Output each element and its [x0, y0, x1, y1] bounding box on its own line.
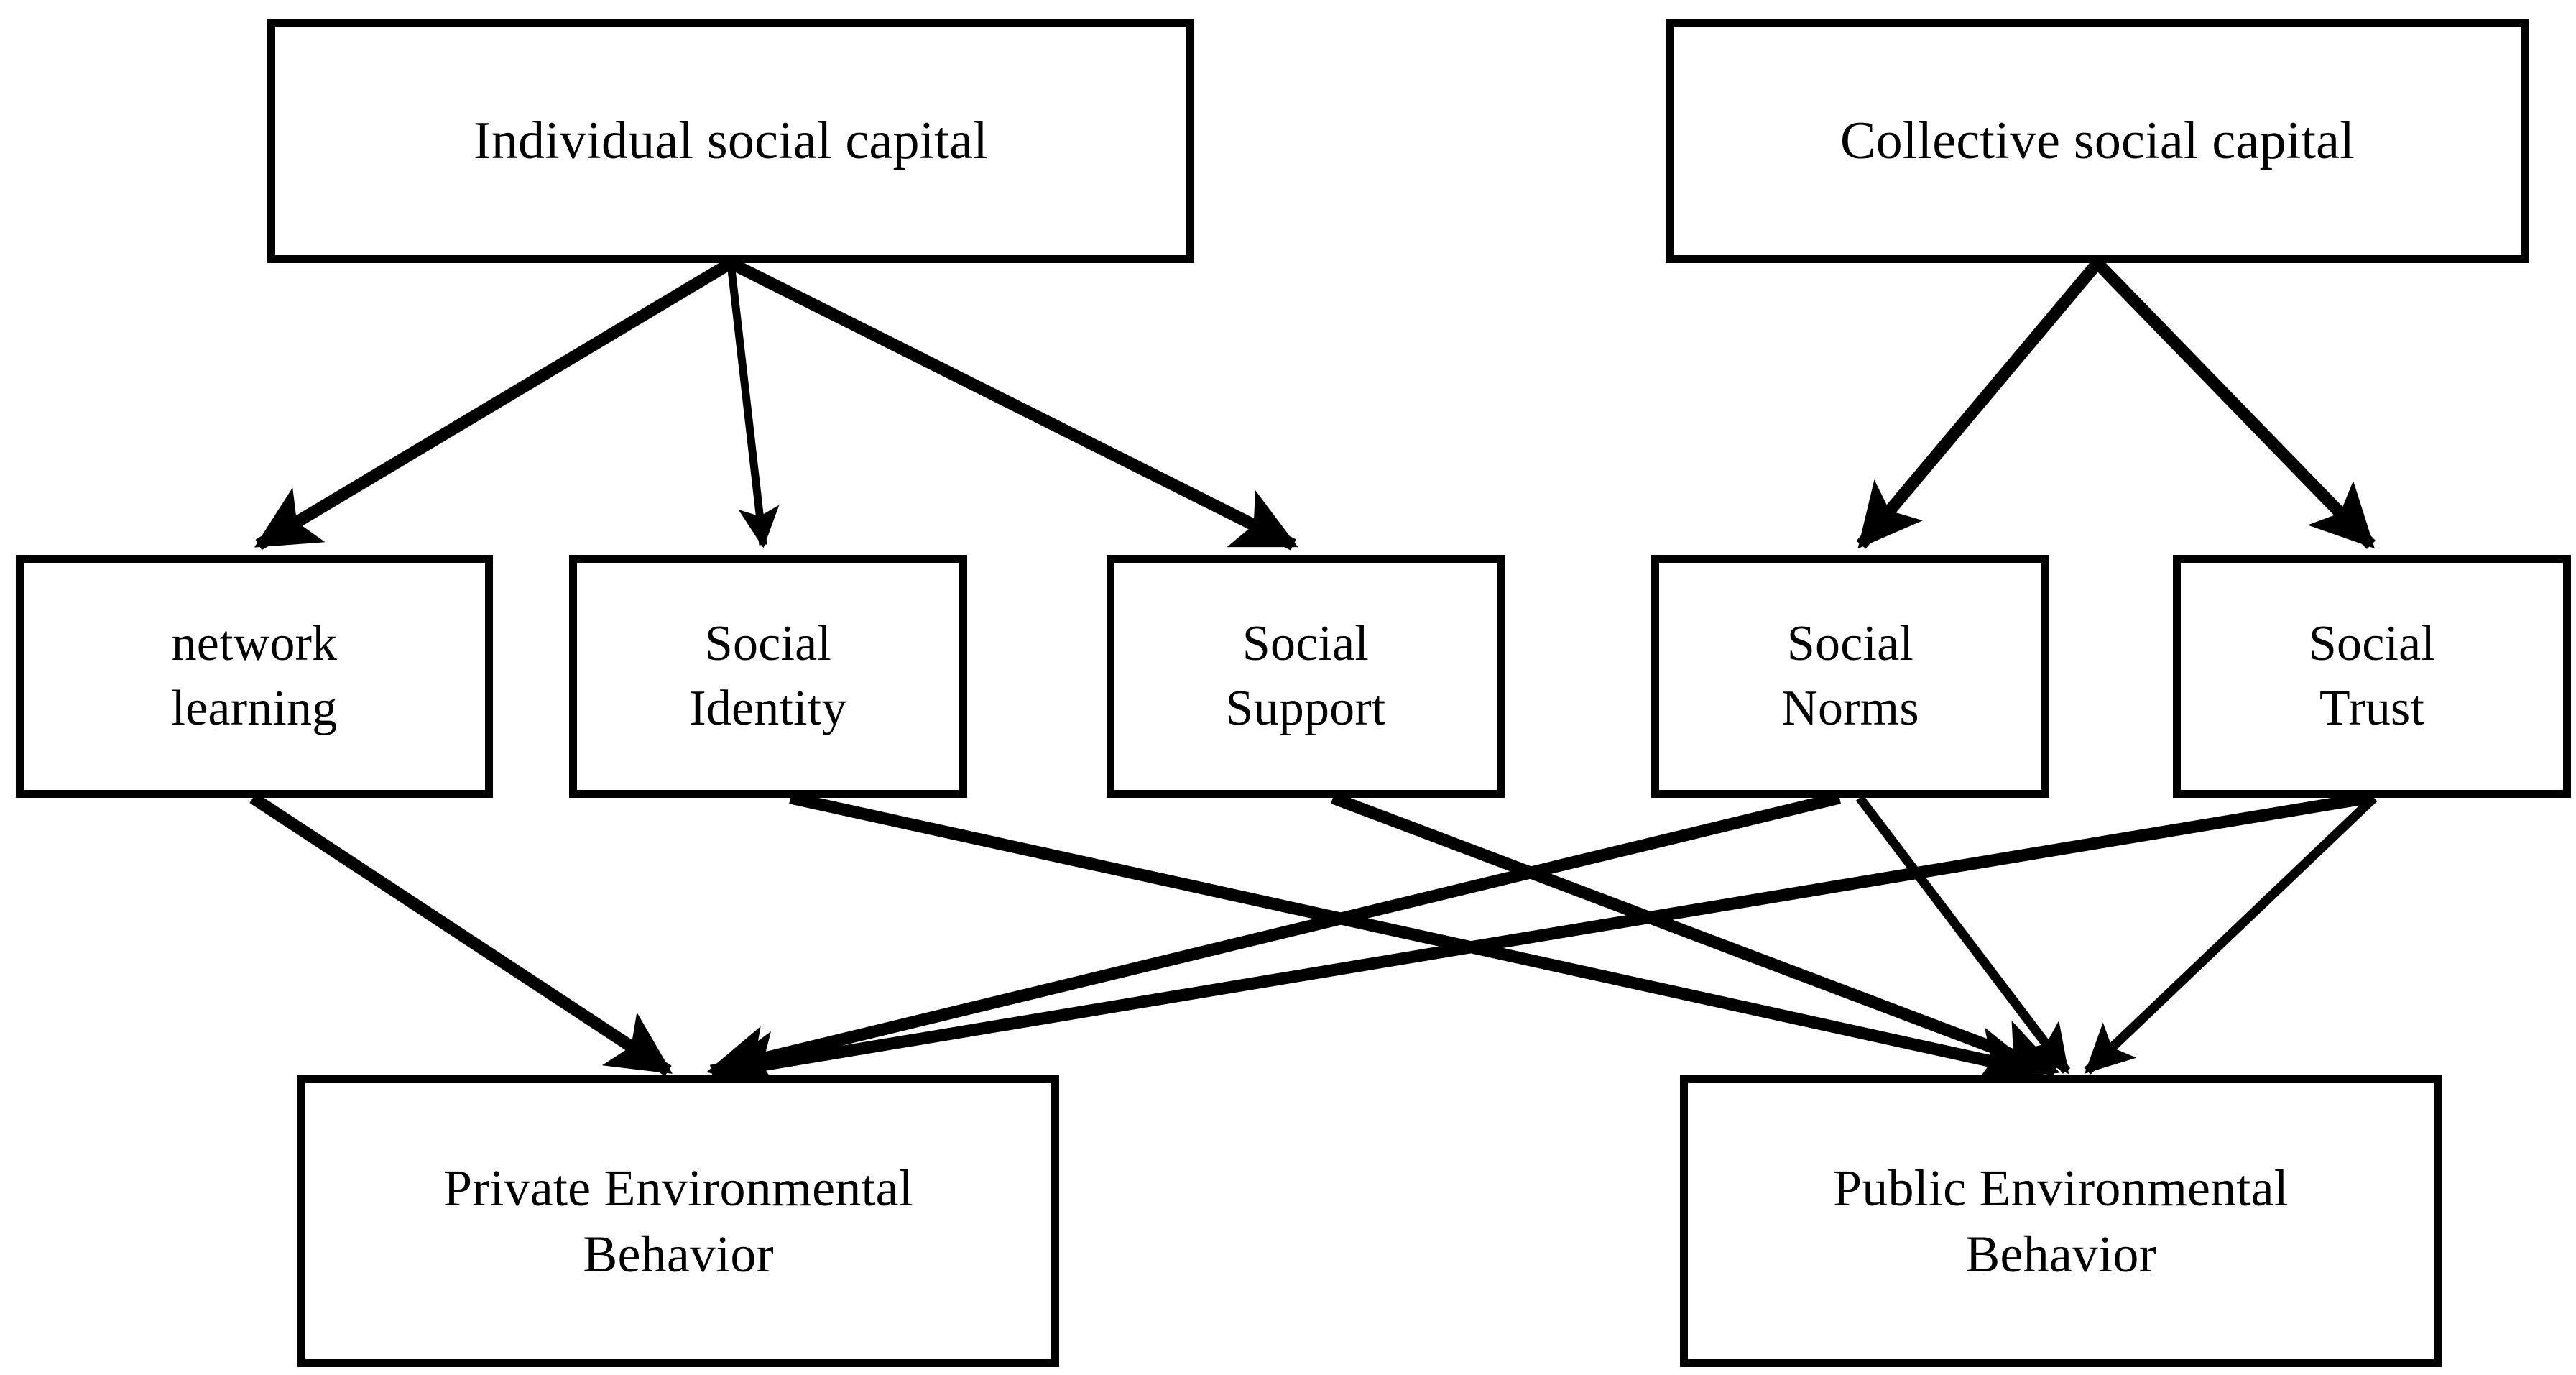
- node-label-collective-social-capital: Collective social capital: [1840, 111, 2355, 170]
- node-label-social-identity: Social Identity: [689, 616, 847, 736]
- edge-social-identity-to-public: [789, 791, 2040, 1090]
- node-social-identity[interactable]: Social Identity: [569, 555, 967, 798]
- edge-csc-to-social-norms: [1856, 259, 2102, 549]
- node-label-individual-social-capital: Individual social capital: [474, 111, 988, 170]
- node-network-learning[interactable]: network learning: [16, 555, 493, 798]
- node-social-trust[interactable]: Social Trust: [2173, 555, 2571, 798]
- node-label-social-trust: Social Trust: [2308, 616, 2436, 736]
- node-private-environmental-behavior[interactable]: Private Environmental Behavior: [297, 1075, 1059, 1367]
- node-label-social-support: Social Support: [1225, 616, 1386, 736]
- node-label-social-norms: Social Norms: [1781, 616, 1919, 736]
- node-social-norms[interactable]: Social Norms: [1651, 555, 2049, 798]
- node-public-environmental-behavior[interactable]: Public Environmental Behavior: [1680, 1075, 2442, 1367]
- edge-social-norms-to-private: [706, 791, 1841, 1088]
- node-collective-social-capital[interactable]: Collective social capital: [1666, 19, 2529, 263]
- node-label-public-environmental-behavior: Public Environmental Behavior: [1833, 1159, 2289, 1283]
- edge-isc-to-social-support: [728, 257, 1298, 551]
- node-label-private-environmental-behavior: Private Environmental Behavior: [443, 1159, 914, 1283]
- edge-social-trust-to-public: [2084, 794, 2378, 1075]
- node-individual-social-capital[interactable]: Individual social capital: [267, 19, 1194, 263]
- edge-isc-to-social-identity: [726, 262, 780, 548]
- edge-csc-to-social-trust: [2092, 259, 2376, 549]
- node-social-support[interactable]: Social Support: [1107, 555, 1505, 798]
- edge-network-learning-to-private: [249, 792, 673, 1077]
- edge-social-support-to-public: [1330, 792, 2060, 1080]
- edge-isc-to-network-learning: [254, 257, 734, 551]
- node-label-network-learning: network learning: [171, 616, 338, 736]
- edge-social-norms-to-public: [1855, 795, 2071, 1075]
- edge-social-trust-to-private: [714, 791, 2370, 1095]
